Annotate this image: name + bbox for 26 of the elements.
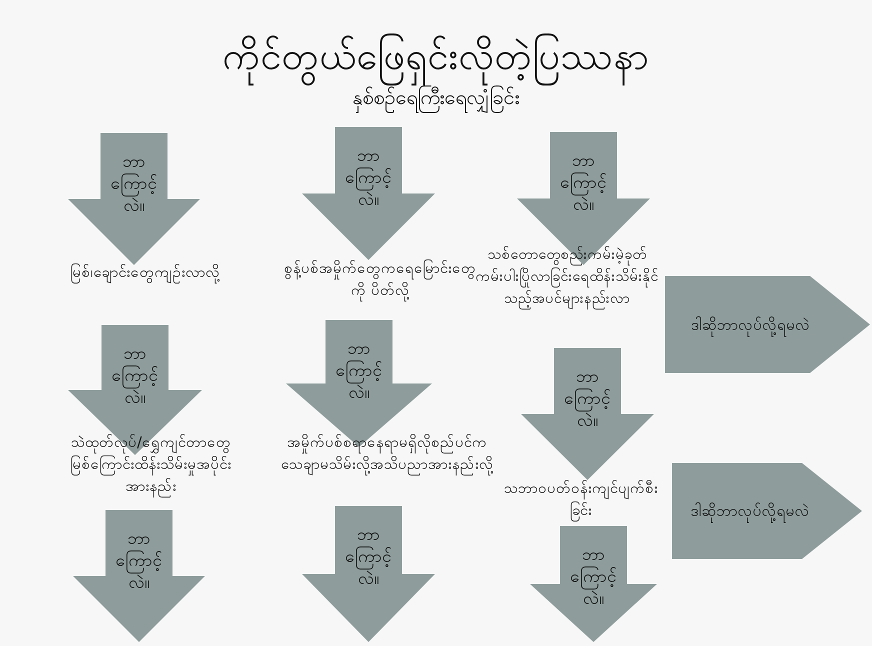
down-arrow — [302, 506, 435, 642]
arrow-label: ဘာကြောင့်လဲ။ — [569, 544, 618, 610]
down-arrow — [530, 526, 657, 642]
down-arrow — [521, 348, 654, 480]
cause-text: သစ်တောတွေစည်းကမ်းမဲ့ခုတ်ကမ်းပါးပြိုလာခြင်းရေထိန်းသိမ်းနိုင်သည့်အပင်များနည်းလာ — [474, 244, 660, 344]
arrow-label: ဘာကြောင့်လဲ။ — [344, 145, 393, 211]
down-arrow — [68, 133, 200, 265]
arrow-label: ဘာကြောင့်လဲ။ — [114, 528, 164, 594]
down-arrow — [302, 127, 435, 260]
cause-text: သဘာဝပတ်ဝန်းကျင်ပျက်စီးခြင်း — [500, 478, 662, 526]
arrow-label: ဘာကြောင့်လဲ။ — [110, 151, 158, 217]
cause-text: မြစ်၊ချောင်းတွေကျဉ်းလာလို့ — [70, 262, 220, 322]
arrow-label: ဘာကြောင့်လဲ။ — [334, 338, 384, 404]
arrow-label: ဒါဆိုဘာလုပ်လို့ရမလဲ — [673, 314, 828, 336]
arrow-label: ဒါဆိုဘာလုပ်လို့ရမလဲ — [680, 500, 820, 522]
down-arrow — [73, 510, 205, 642]
subtitle: နှစ်စဉ်ရေကြီးရေလျှံခြင်း — [250, 86, 622, 122]
cause-text: သဲထုတ်လုပ်/ရွှေကျင်တာတွေမြစ်ကြောင်းထိန်းသိမ်းမှုအပိုင်းအားနည်း — [56, 432, 246, 508]
arrow-label: ဘာကြောင့်လဲ။ — [563, 366, 612, 432]
arrow-label: ဘာကြောင့်လဲ။ — [110, 343, 160, 409]
title: ကိုင်တွယ်ဖြေရှင်းလိုတဲ့ပြဿနာ — [0, 28, 872, 84]
cause-text: အမှိုက်ပစ်စရာနေရာမရှိလိုစည်ပင်ကသေချာမသိမ်းလို့အသိပညာအားနည်းလို့ — [272, 432, 502, 508]
arrow-label: ဘာကြောင့်လဲ။ — [344, 524, 393, 590]
right-arrow — [665, 276, 870, 373]
arrow-label: ဘာကြောင့်လဲ။ — [559, 150, 608, 216]
right-arrow — [672, 463, 862, 559]
